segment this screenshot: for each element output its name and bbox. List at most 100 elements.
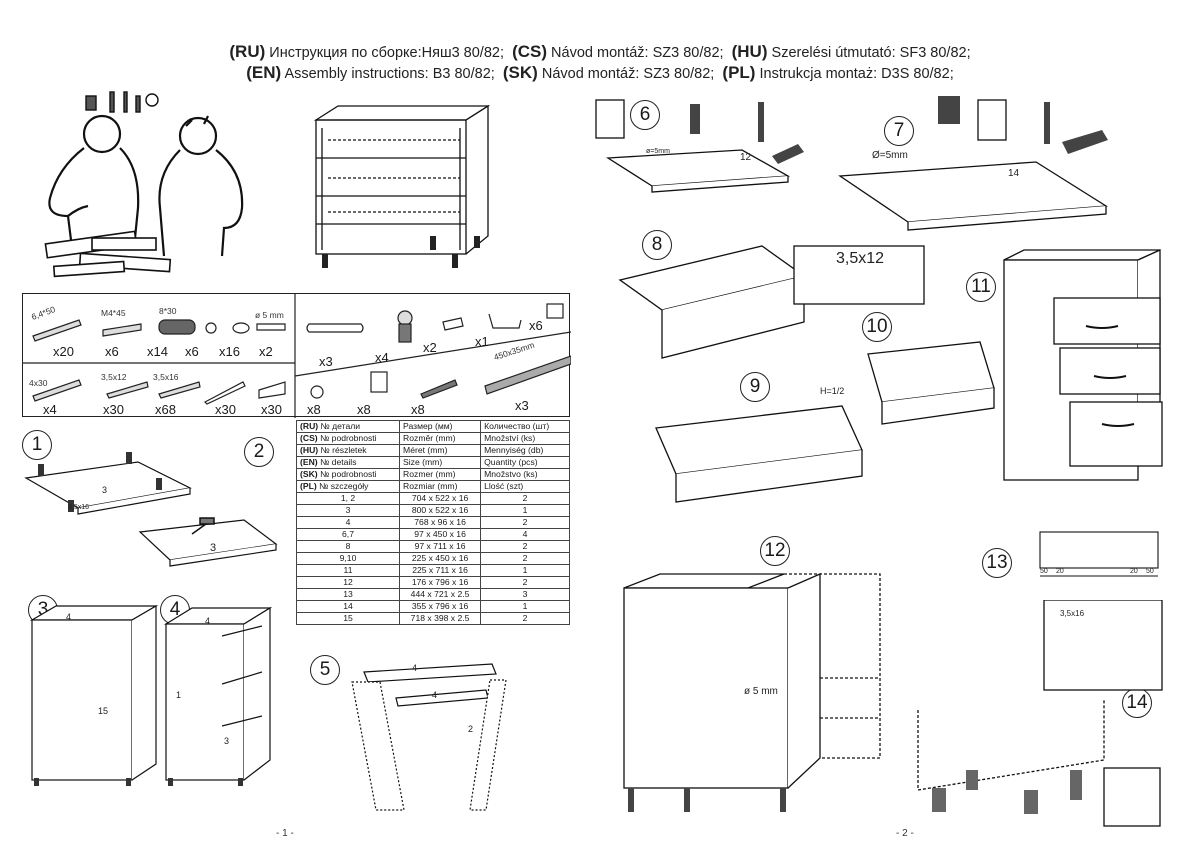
step-14-illustration bbox=[917, 600, 1163, 827]
panel-label: 2 bbox=[468, 724, 474, 734]
language-code: (CS) bbox=[300, 433, 318, 443]
hw-qty: x3 bbox=[319, 354, 333, 369]
dimension-label: 20 bbox=[1056, 568, 1064, 575]
drill-label: Ø=5mm bbox=[872, 150, 908, 161]
table-cell: 800 x 522 x 16 bbox=[399, 504, 482, 517]
table-cell: 2 bbox=[480, 552, 570, 565]
hw-qty: x20 bbox=[53, 344, 74, 359]
hw-spec: ø 5 mm bbox=[255, 310, 284, 320]
step-number: 5 bbox=[310, 655, 340, 685]
hw-qty: x68 bbox=[155, 402, 176, 417]
hw-qty: x1 bbox=[475, 334, 489, 349]
panel-label: 3 bbox=[224, 736, 230, 746]
hw-qty: x6 bbox=[185, 344, 199, 359]
table-cell: 11 bbox=[295, 564, 401, 577]
language-code: (EN) bbox=[300, 457, 318, 467]
table-cell: 15 bbox=[295, 612, 401, 625]
page-number: - 2 - bbox=[896, 828, 914, 839]
table-cell: 704 x 522 x 16 bbox=[399, 492, 482, 505]
dimension-label: 50 bbox=[1040, 568, 1048, 575]
hw-qty: x30 bbox=[261, 402, 282, 417]
table-cell: 444 x 721 x 2.5 bbox=[399, 588, 482, 601]
language-code: (SK) bbox=[300, 469, 318, 479]
drill-label: ø 5 mm bbox=[744, 686, 778, 697]
column-header: Количество (шт) bbox=[480, 420, 570, 433]
panel-label: 14 bbox=[1008, 168, 1020, 179]
screw-label: 3,5x16 bbox=[68, 504, 90, 511]
parts-table-header-row: (RU) № детали Размер (мм)Количество (шт) bbox=[295, 420, 570, 433]
step-11-illustration bbox=[1003, 248, 1163, 481]
hw-qty: x3 bbox=[515, 398, 529, 413]
column-header: Quantity (pcs) bbox=[480, 456, 570, 469]
hw-qty: x6 bbox=[105, 344, 119, 359]
column-header: Méret (mm) bbox=[399, 444, 482, 457]
two-people-illustration bbox=[44, 91, 244, 278]
hw-spec: 8*30 bbox=[159, 306, 177, 316]
panel-label: 1 bbox=[176, 690, 182, 700]
table-cell: 2 bbox=[480, 516, 570, 529]
column-header: Размер (мм) bbox=[399, 420, 482, 433]
step-12-illustration bbox=[623, 573, 881, 812]
column-header: № детали bbox=[320, 421, 361, 431]
header-line-1: (RU) Инструкция по сборке:Няш3 80/82; (C… bbox=[229, 42, 971, 61]
page-number: - 1 - bbox=[276, 828, 294, 839]
panel-label: 3 bbox=[210, 542, 217, 554]
step-number: 10 bbox=[862, 312, 892, 342]
hw-qty: x8 bbox=[411, 402, 425, 417]
step-number: 7 bbox=[884, 116, 914, 146]
step-6-7-illustration bbox=[595, 96, 1109, 231]
hw-qty: x4 bbox=[375, 350, 389, 365]
table-cell: 718 x 398 x 2.5 bbox=[399, 612, 482, 625]
hw-qty: x2 bbox=[259, 344, 273, 359]
step-number: 1 bbox=[22, 430, 52, 460]
table-cell: 225 x 450 x 16 bbox=[399, 552, 482, 565]
column-header: Množství (ks) bbox=[480, 432, 570, 445]
drill-label: ø=5mm bbox=[646, 148, 670, 155]
table-cell: 1, 2 bbox=[295, 492, 401, 505]
hw-qty: x4 bbox=[43, 402, 57, 417]
step-number: 8 bbox=[642, 230, 672, 260]
column-header: Size (mm) bbox=[399, 456, 482, 469]
hw-qty: x30 bbox=[215, 402, 236, 417]
hw-qty: x6 bbox=[529, 318, 543, 333]
parts-table-cell: (EN) № details bbox=[295, 456, 401, 469]
table-cell: 13 bbox=[295, 588, 401, 601]
parts-table-cell: (PL) № szczegóły bbox=[295, 480, 401, 493]
table-cell: 2 bbox=[480, 540, 570, 553]
panel-label: 3 bbox=[102, 485, 108, 495]
column-header: № details bbox=[320, 457, 357, 467]
step-number: 2 bbox=[244, 437, 274, 467]
parts-table-cell: (CS) № podrobnosti bbox=[295, 432, 401, 445]
hw-qty: x8 bbox=[307, 402, 321, 417]
table-cell: 9,10 bbox=[295, 552, 401, 565]
hardware-box-lines bbox=[23, 294, 571, 418]
table-cell: 8 bbox=[295, 540, 401, 553]
language-code: (RU) bbox=[300, 421, 319, 431]
panel-label: 12 bbox=[740, 152, 752, 163]
hw-spec: 3,5x16 bbox=[153, 372, 179, 382]
column-header: Mennyiség (db) bbox=[480, 444, 570, 457]
table-cell: 12 bbox=[295, 576, 401, 589]
header-line-2: (EN) Assembly instructions: B3 80/82; (S… bbox=[246, 63, 954, 82]
table-cell: 3 bbox=[480, 588, 570, 601]
dimension-label: 20 bbox=[1130, 568, 1138, 575]
step-5-illustration bbox=[351, 663, 507, 811]
column-header: Rozměr (mm) bbox=[399, 432, 482, 445]
step-13-illustration bbox=[1039, 531, 1159, 577]
hw-qty: x30 bbox=[103, 402, 124, 417]
hw-spec: M4*45 bbox=[101, 308, 126, 318]
table-cell: 3 bbox=[295, 504, 401, 517]
hw-spec: 4x30 bbox=[29, 378, 48, 388]
table-cell: 97 x 450 x 16 bbox=[399, 528, 482, 541]
table-cell: 2 bbox=[480, 492, 570, 505]
column-header: № szczegóły bbox=[319, 481, 369, 491]
